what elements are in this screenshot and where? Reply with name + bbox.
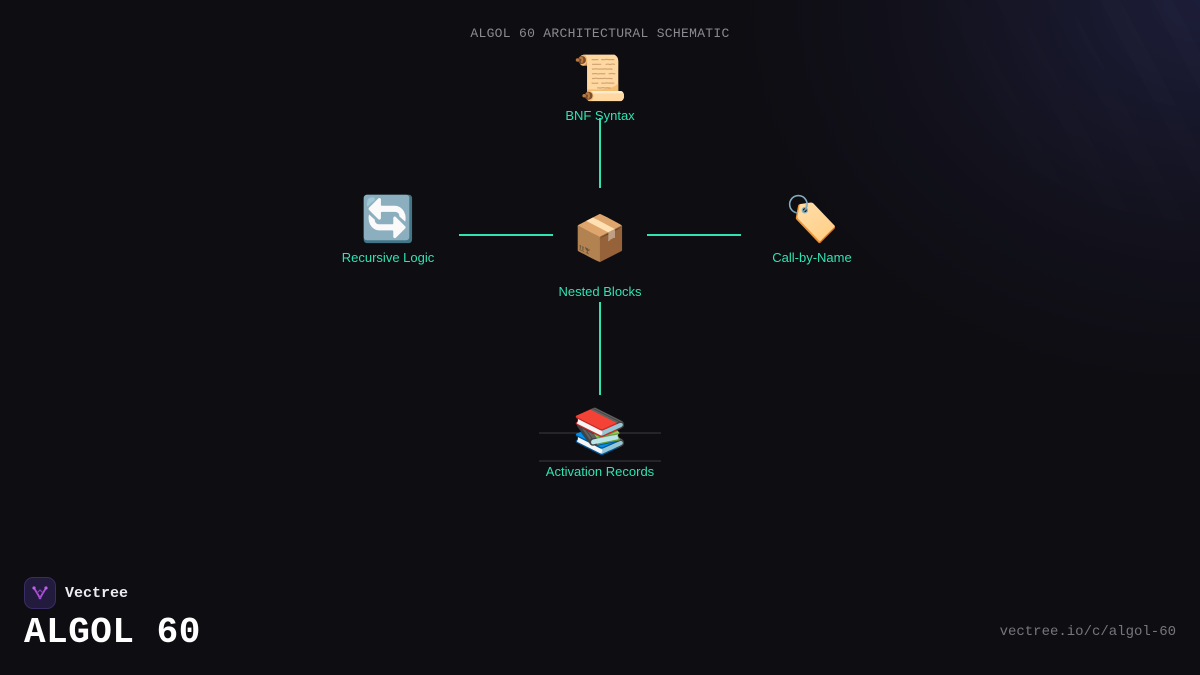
page-title: ALGOL 60 <box>24 612 201 653</box>
node-label-nested-blocks: Nested Blocks <box>558 284 642 299</box>
refresh-arrows-icon: 🔄 <box>360 195 416 244</box>
node-call-by-name[interactable]: 🏷️ Call-by-Name <box>772 195 852 266</box>
package-icon: 📦 <box>572 214 628 263</box>
schematic-title: ALGOL 60 ARCHITECTURAL SCHEMATIC <box>470 26 730 41</box>
node-bnf-syntax[interactable]: 📜 BNF Syntax <box>565 54 635 124</box>
node-label-bnf-syntax: BNF Syntax <box>565 108 635 123</box>
brand-name: Vectree <box>65 584 129 602</box>
node-label-call-by-name: Call-by-Name <box>772 250 852 265</box>
scroll-icon: 📜 <box>572 54 628 103</box>
brand[interactable]: Vectree <box>24 577 128 609</box>
vectree-logo-icon <box>24 577 56 609</box>
page-url[interactable]: vectree.io/c/algol-60 <box>999 624 1176 640</box>
node-label-activation-records: Activation Records <box>545 464 655 479</box>
label-tag-icon: 🏷️ <box>784 195 840 244</box>
node-label-recursive-logic: Recursive Logic <box>341 250 435 265</box>
node-recursive-logic[interactable]: 🔄 Recursive Logic <box>341 195 435 266</box>
node-nested-blocks[interactable]: 📦 Nested Blocks <box>558 214 642 300</box>
stacked-books-icon: 📚 <box>572 407 628 456</box>
node-activation-records[interactable]: 📚 Activation Records <box>545 407 655 480</box>
